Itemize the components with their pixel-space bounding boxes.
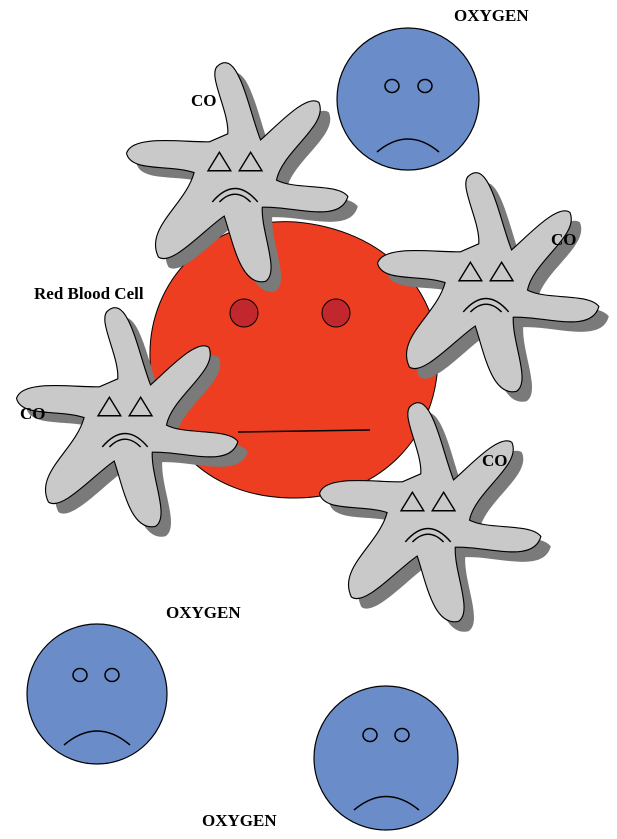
co-label-left: CO xyxy=(20,404,46,424)
oxygen-label-top: OXYGEN xyxy=(454,6,529,26)
oxygen-label-bottom: OXYGEN xyxy=(202,811,277,831)
co-label-bottom-right: CO xyxy=(482,451,508,471)
oxygen-molecule xyxy=(337,28,479,170)
oxygen-molecule xyxy=(27,624,167,764)
co-label-top: CO xyxy=(191,91,217,111)
rbc-right-eye xyxy=(322,299,350,327)
oxygen-body xyxy=(337,28,479,170)
oxygen-molecule xyxy=(314,686,458,830)
rbc-left-eye xyxy=(230,299,258,327)
oxygen-body xyxy=(314,686,458,830)
red-blood-cell-label: Red Blood Cell xyxy=(34,284,144,304)
co-label-right: CO xyxy=(551,230,577,250)
oxygen-body xyxy=(27,624,167,764)
oxygen-label-mid: OXYGEN xyxy=(166,603,241,623)
